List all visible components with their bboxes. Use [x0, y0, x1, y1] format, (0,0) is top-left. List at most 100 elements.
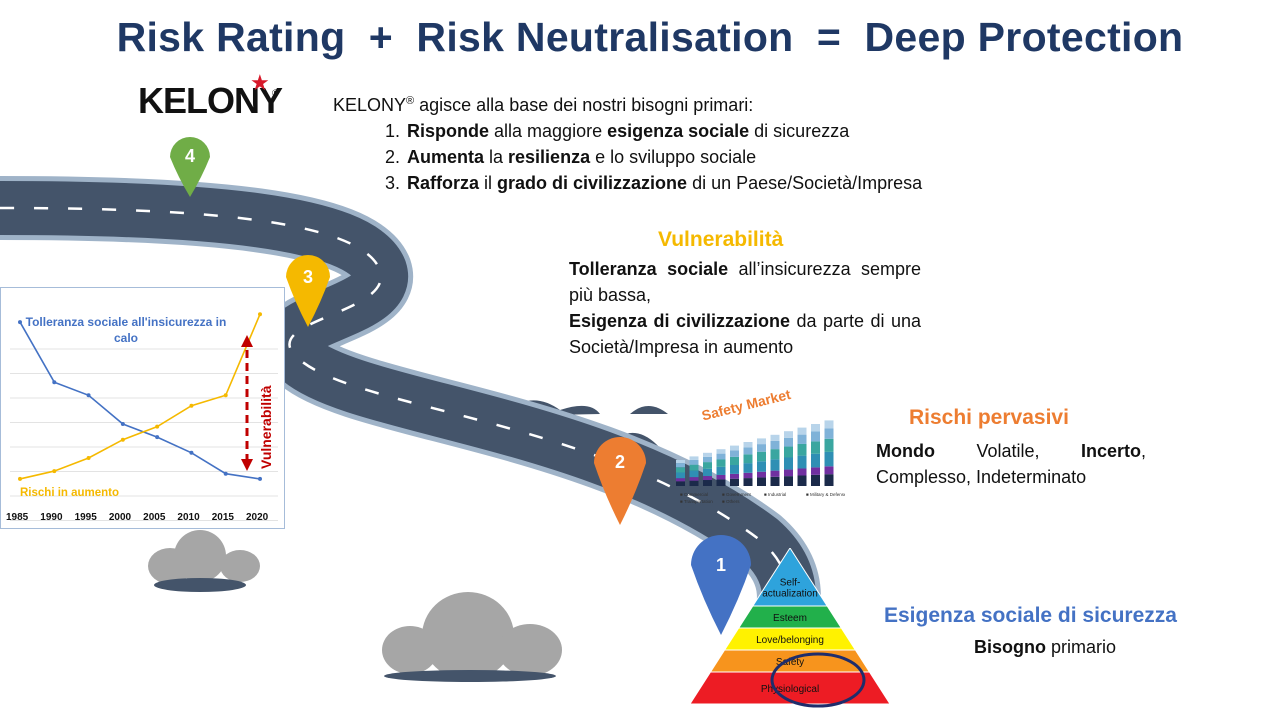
market-legend-item: ■ Industrial — [764, 492, 786, 497]
map-pin-4 — [170, 137, 210, 197]
market-bar-segment — [784, 446, 793, 458]
market-bar-segment — [784, 476, 793, 486]
pin-2-label: 2 — [614, 452, 625, 472]
data-point — [120, 437, 125, 442]
market-bar-segment — [770, 449, 780, 460]
market-bar-segment — [676, 481, 685, 486]
market-bar-segment — [676, 463, 685, 468]
arrow-head-up — [241, 335, 253, 347]
map-pin-1 — [691, 535, 751, 635]
market-bar-segment — [811, 424, 820, 432]
intro-brand: KELONY — [333, 95, 407, 115]
x-tick-label: 1990 — [40, 512, 63, 523]
x-tick-label: 2000 — [108, 512, 132, 523]
market-bar-segment — [743, 478, 753, 486]
vulnerability-annotation: Vulnerabilità — [258, 385, 274, 469]
market-bar-segment — [811, 474, 820, 486]
market-bar-segment — [689, 456, 699, 460]
list-item: Risponde alla maggiore esigenza sociale … — [405, 118, 922, 144]
road — [0, 181, 816, 649]
pyramid-level-label: actualization — [762, 589, 818, 600]
market-bar-segment — [797, 468, 807, 476]
market-bar-segment — [716, 453, 726, 460]
market-bar-segment — [689, 470, 699, 478]
risks-text: Mondo Volatile, Incerto, Complesso, Inde… — [876, 441, 1146, 487]
data-point — [120, 422, 125, 427]
pyramid-level-label: Safety — [776, 657, 804, 668]
pin-1-label: 1 — [715, 555, 726, 575]
market-legend-item: ■ Others — [722, 499, 740, 504]
market-bar-segment — [703, 480, 712, 486]
pyramid-level-label: Physiological — [761, 684, 819, 695]
market-bar-segment — [757, 477, 766, 486]
pyramid-level-label: Esteem — [773, 613, 807, 624]
market-bar-segment — [811, 441, 820, 454]
market-bar-segment — [689, 459, 699, 465]
market-bar-segment — [716, 466, 726, 475]
market-bar-segment — [689, 464, 699, 471]
cloud — [382, 592, 562, 682]
market-bar-segment — [824, 451, 834, 467]
mountain — [630, 406, 668, 414]
market-bar-segment — [676, 472, 685, 479]
data-point — [86, 456, 91, 461]
series-line-1 — [19, 313, 261, 480]
star-icon: ★ — [250, 70, 270, 95]
market-bar-segment — [770, 470, 780, 477]
data-point — [52, 380, 57, 385]
market-bar-segment — [784, 469, 793, 477]
market-bar-segment — [743, 447, 753, 455]
x-tick-label: 2010 — [177, 512, 200, 523]
market-bar-segment — [689, 477, 699, 481]
market-bar-segment — [797, 475, 807, 486]
page-title: Risk Rating + Risk Neutralisation = Deep… — [116, 14, 1184, 60]
market-bar-segment — [730, 456, 739, 465]
market-bar-segment — [811, 467, 820, 475]
market-bar-segment — [716, 449, 726, 454]
market-bar-segment — [797, 455, 807, 469]
market-bar-segment — [811, 431, 820, 442]
cloud — [148, 530, 260, 592]
market-bar-segment — [676, 460, 685, 464]
market-bar-segment — [703, 468, 712, 477]
market-bar-segment — [743, 463, 753, 473]
safety-market-chart: ■ Commercial■ Government■ Industrial■ Mi… — [676, 420, 845, 504]
series-label-tolerance: Tolleranza sociale all'insicurezza in ca… — [25, 315, 227, 345]
arrow-head-down — [241, 459, 253, 471]
market-bar-segment — [757, 451, 766, 462]
map-pin-2 — [594, 437, 646, 525]
market-bar-segment — [730, 473, 739, 479]
intro-list: Risponde alla maggiore esigenza sociale … — [333, 118, 922, 196]
market-bar-segment — [730, 464, 739, 474]
market-bar-segment — [770, 476, 780, 486]
data-point — [155, 424, 160, 429]
intro-block: KELONY® agisce alla base dei nostri biso… — [333, 88, 922, 196]
market-bar-segment — [743, 442, 753, 448]
market-bar-segment — [757, 461, 766, 472]
list-item: Rafforza il grado di civilizzazione di u… — [405, 170, 922, 196]
market-bar-segment — [824, 466, 834, 475]
pyramid-level-label: Self- — [780, 578, 801, 589]
market-bar-segment — [703, 452, 712, 457]
market-bar-segment — [770, 440, 780, 450]
market-legend-item: ■ Government — [722, 492, 751, 497]
intro-reg: ® — [406, 95, 415, 107]
map-pin-3 — [286, 255, 330, 327]
vulnerability-title: Vulnerabilità — [658, 228, 784, 251]
vulnerability-text: Tolleranza sociale all’insicurezza sempr… — [569, 259, 921, 357]
data-point — [223, 393, 228, 398]
market-legend-item: ■ Military & Defense — [806, 492, 845, 497]
logo-registered-mark: ® — [272, 88, 279, 98]
data-point — [189, 403, 194, 408]
market-bar-segment — [676, 467, 685, 473]
list-item: Aumenta la resilienza e lo sviluppo soci… — [405, 144, 922, 170]
market-bar-segment — [757, 444, 766, 452]
data-point — [258, 476, 262, 481]
market-bar-segment — [811, 453, 820, 468]
market-bar-segment — [689, 480, 699, 486]
risks-title: Rischi pervasivi — [909, 406, 1069, 429]
data-point — [189, 450, 194, 455]
market-bar-segment — [784, 457, 793, 470]
safety-highlight-ring — [770, 652, 866, 708]
